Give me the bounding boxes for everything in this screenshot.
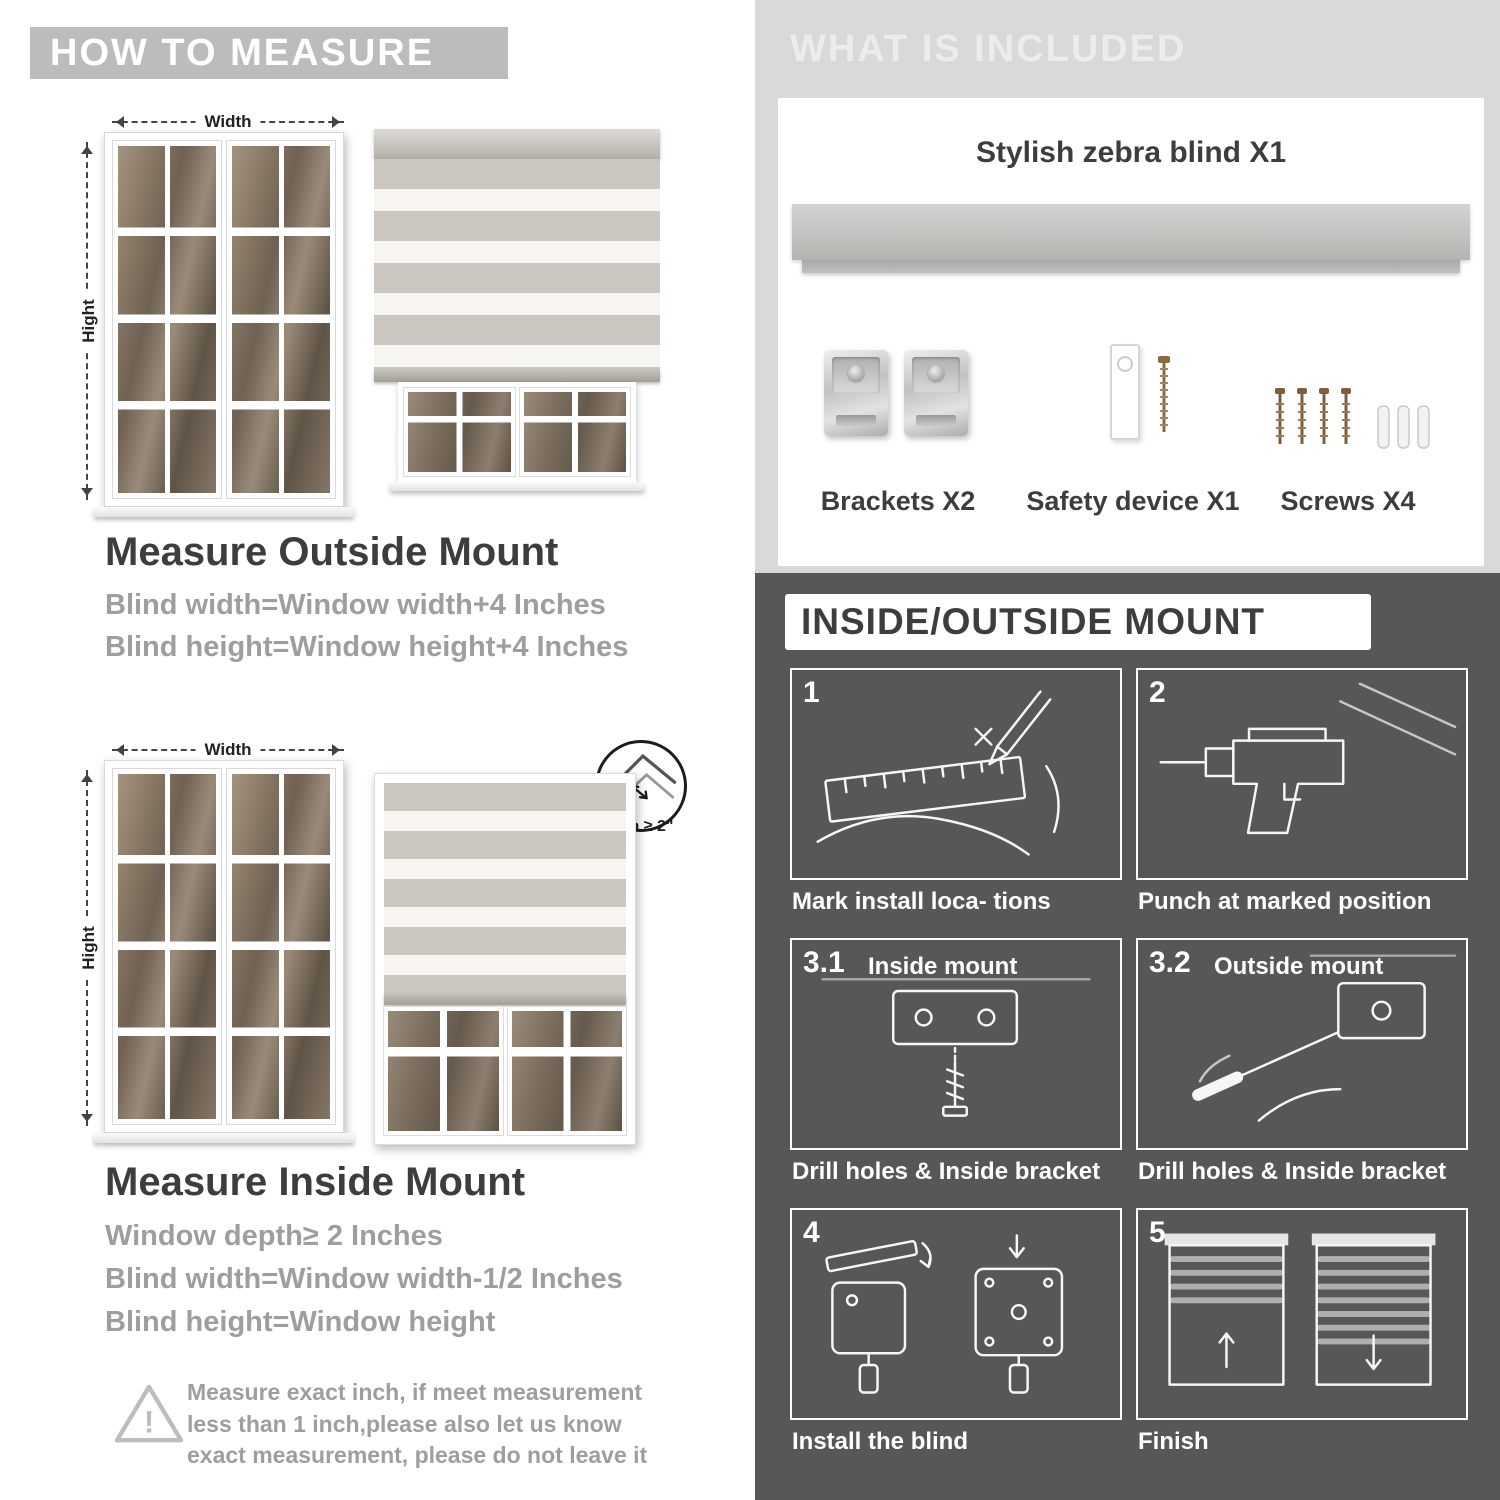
step-caption-3-2: Drill holes & Inside bracket [1138,1158,1447,1185]
mark-locations-illustration [816,690,1060,856]
step-number: 2 [1149,676,1166,709]
window-sash [112,768,222,1125]
bracket-screw [928,365,944,381]
zebra-blind-bottomrail-illustration [374,369,660,382]
window-fragment-under-blind [398,382,636,482]
bracket-slot [916,415,956,426]
inside-bracket-illustration [821,978,1091,1117]
window-illustration-inside [104,760,344,1133]
width-arrow-outside: Width [112,112,344,132]
width-label-outside: Width [195,112,261,132]
window-sill [390,482,644,491]
outside-mount-rule-height: Blind height=Window height+4 Inches [105,631,629,663]
step-caption-2: Punch at marked position [1138,888,1432,915]
safety-device-label: Safety device X1 [1026,486,1240,516]
step-caption-3-1: Drill holes & Inside bracket [792,1158,1101,1185]
step-sublabel: Inside mount [868,953,1018,980]
step-number: 3.1 [803,946,845,979]
mount-header: INSIDE/OUTSIDE MOUNT [785,594,1371,650]
window-illustration-outside [104,132,344,507]
warning-text: Measure exact inch, if meet measurement … [187,1379,648,1469]
outside-mount-rule-width: Blind width=Window width+4 Inches [105,589,606,621]
window-sill [94,507,354,517]
bracket-illustration [904,350,968,436]
step-panel-3-1: 3.1 Inside mount [790,938,1122,1150]
screws-label: Screws X4 [1280,486,1416,516]
height-label-outside: Hight [77,290,101,352]
how-to-measure-header: HOW TO MEASURE [30,27,508,79]
step-caption-5: Finish [1138,1428,1209,1455]
inside-mount-title: Measure Inside Mount [105,1160,526,1204]
window-sash [226,140,336,499]
safety-device-illustration [1110,344,1140,440]
warning-exclamation: ! [144,1404,154,1439]
width-arrow-inside: Width [112,740,344,760]
bracket-illustration [824,350,888,436]
window-sash [226,768,336,1125]
step-panel-2: 2 [1136,668,1468,880]
window-sash [518,387,631,477]
drill-illustration [1159,682,1457,835]
step-sublabel: Outside mount [1214,953,1384,980]
step-number: 5 [1149,1216,1166,1249]
brackets-label: Brackets X2 [820,486,976,516]
outside-bracket-illustration [1192,954,1457,1122]
step-number: 1 [803,676,820,709]
mount-section-background [755,573,1500,1500]
step-caption-4: Install the blind [792,1428,969,1455]
window-sash [403,387,516,477]
screws-illustration [1275,388,1430,449]
window-sash [112,140,222,499]
product-label: Stylish zebra blind X1 [975,136,1287,169]
inside-mount-rule-height: Blind height=Window height [105,1306,496,1338]
zebra-blind-headrail-illustration [374,129,660,159]
step-panel-3-2: 3.2 Outside mount [1136,938,1468,1150]
step-panel-4: 4 [790,1208,1122,1420]
zebra-blind-product-bar [792,204,1470,260]
what-is-included-header: WHAT IS INCLUDED [790,28,1187,70]
window-sash [383,1006,504,1136]
zebra-blind-stripes-illustration [384,783,626,993]
zebra-blind-bottomrail-illustration [384,993,626,1005]
step-number: 4 [803,1216,820,1249]
step-panel-1: 1 [790,668,1122,880]
step-caption-1: Mark install loca- tions [792,888,1051,915]
included-card: Stylish zebra blind X1 [778,98,1484,566]
window-sash [506,1006,627,1136]
safety-device-screw-icon [1158,356,1170,432]
step-number: 3.2 [1149,946,1191,979]
height-arrow-inside: Hight [77,770,101,1126]
zebra-blind-stripes-illustration [374,159,660,369]
step-panel-5: 5 [1136,1208,1468,1420]
height-label-inside: Hight [77,917,101,979]
width-label-inside: Width [195,740,261,760]
zebra-blind-inside-illustration [374,773,636,1145]
warning-triangle-icon: ! [114,1384,184,1443]
outside-mount-title: Measure Outside Mount [105,530,559,574]
inside-mount-rule-width: Blind width=Window width-1/2 Inches [105,1263,623,1295]
install-blind-illustration [825,1234,1064,1394]
finish-illustration [1164,1233,1436,1386]
zebra-blind-product-bar-lip [802,260,1460,273]
window-fragment-under-blind [383,1006,627,1136]
window-sill [94,1133,354,1143]
inside-mount-rule-depth: Window depth≥ 2 Inches [105,1220,443,1252]
height-arrow-outside: Hight [77,142,101,500]
bracket-screw [848,365,864,381]
bracket-slot [836,415,876,426]
